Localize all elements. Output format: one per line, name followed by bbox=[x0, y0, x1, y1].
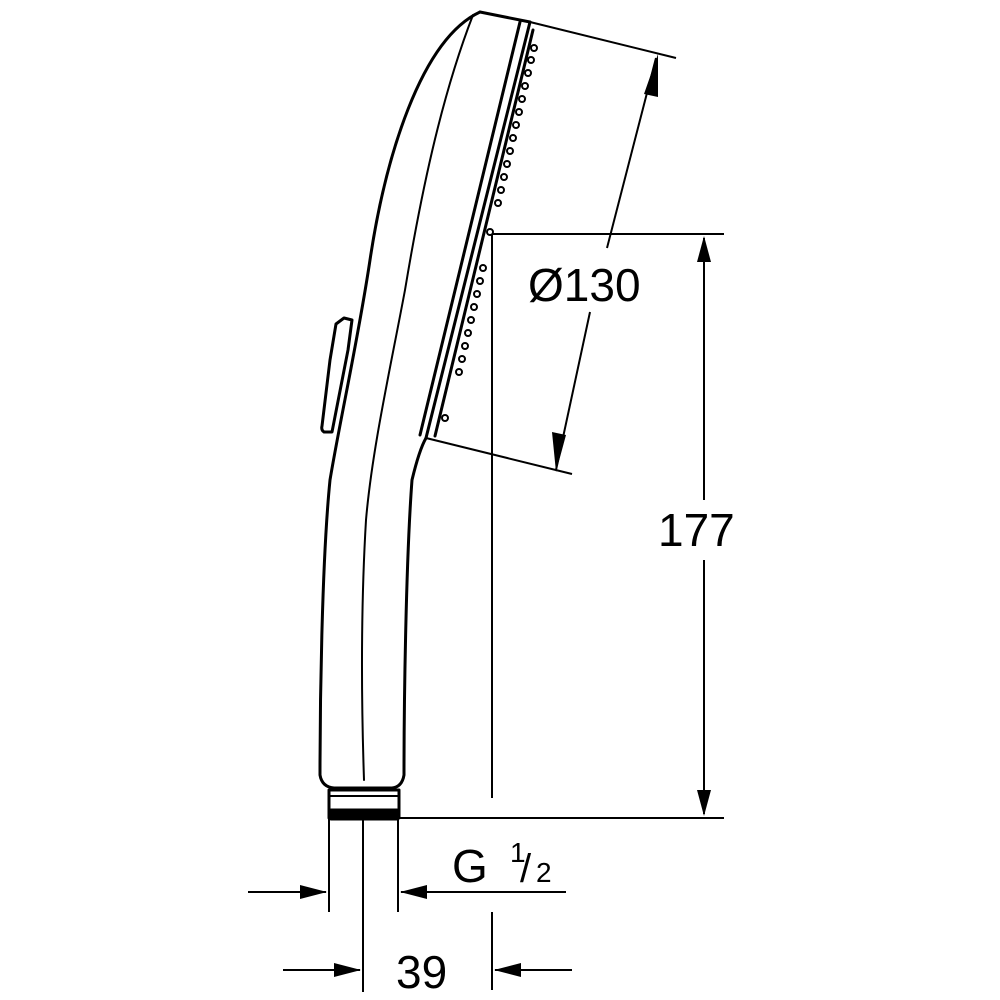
dimension-arrows bbox=[300, 54, 711, 977]
thread-slash-label: / bbox=[520, 847, 532, 891]
thread-denominator-label: 2 bbox=[536, 857, 552, 888]
thread-numerator-label: 1 bbox=[510, 837, 526, 868]
shower-body bbox=[318, 10, 535, 821]
spray-nozzles bbox=[441, 44, 538, 422]
diameter-label: Ø130 bbox=[528, 259, 641, 311]
thread-prefix-label: G bbox=[452, 840, 488, 892]
height-label: 177 bbox=[658, 504, 735, 556]
offset-label: 39 bbox=[396, 946, 447, 998]
